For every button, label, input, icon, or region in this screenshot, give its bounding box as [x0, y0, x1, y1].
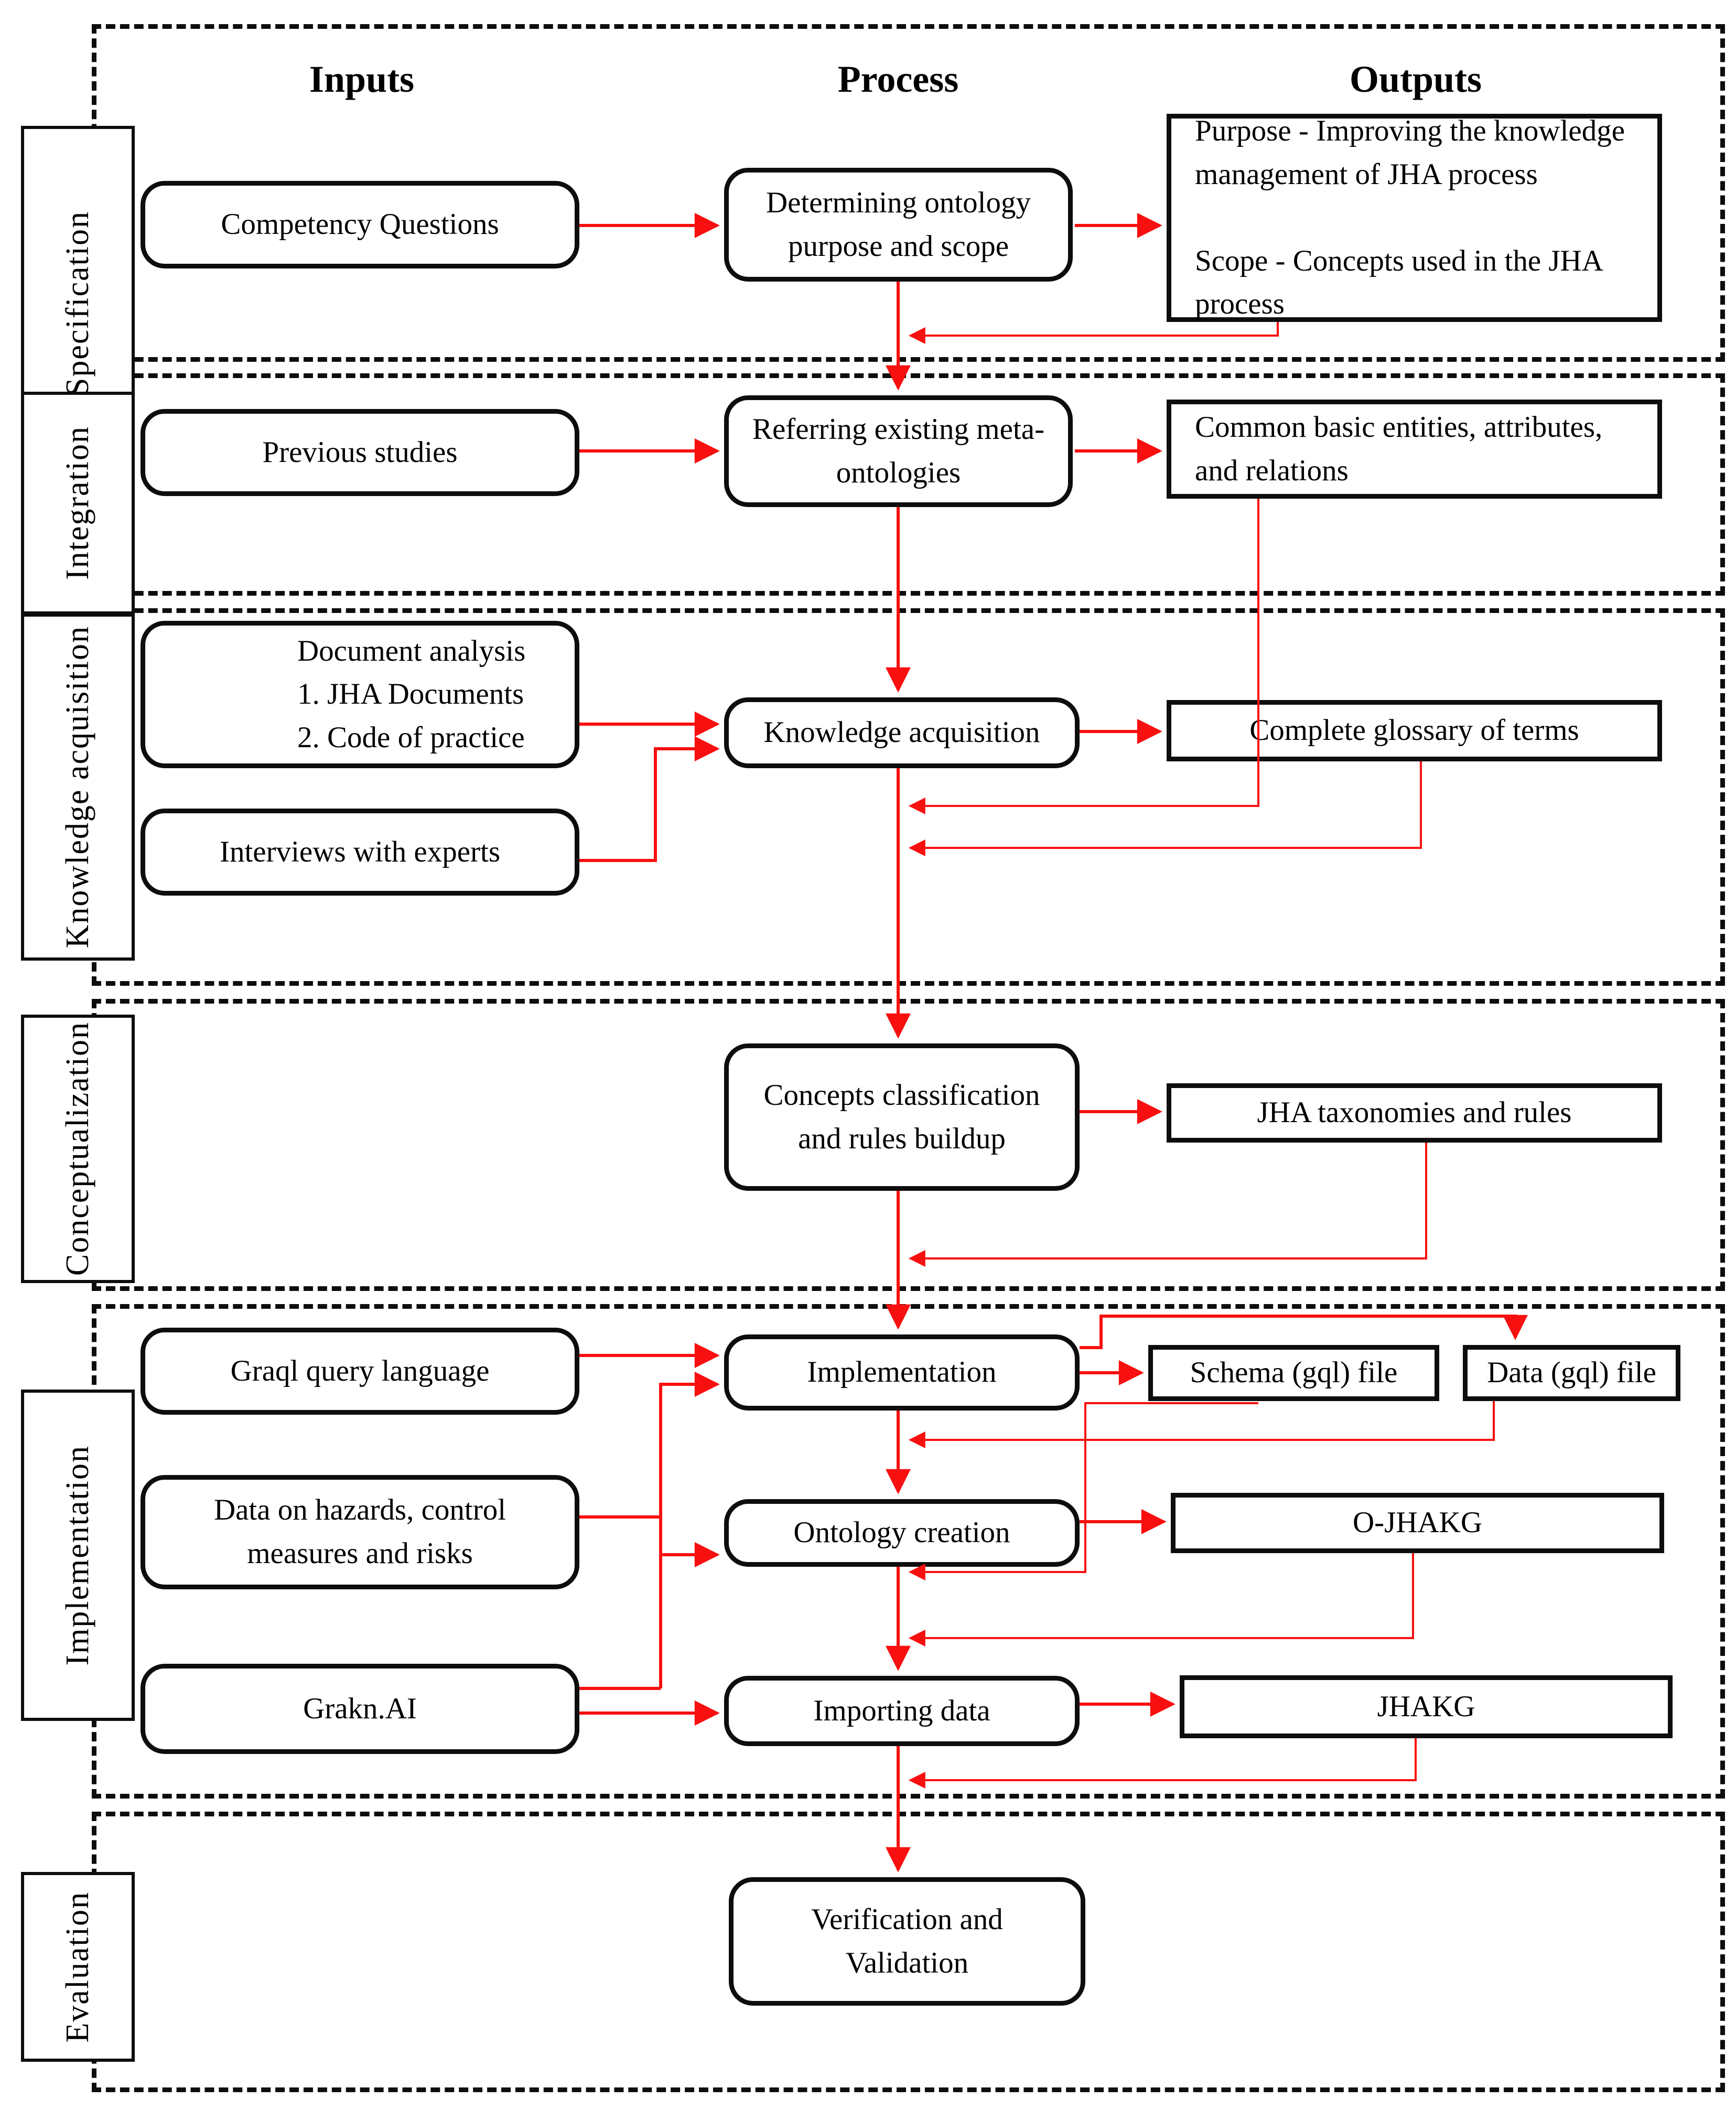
- process-box-concepts-classification: Concepts classification and rules buildu…: [724, 1043, 1080, 1191]
- phase-label-integration: Integration: [21, 392, 135, 615]
- process-box-determining-purpose: Determining ontology purpose and scope: [724, 168, 1073, 282]
- output-box-o-jhakg: O-JHAKG: [1171, 1493, 1664, 1553]
- phase-label-conceptualization: Conceptualization: [21, 1015, 135, 1283]
- process-box-importing-data: Importing data: [724, 1676, 1080, 1746]
- phase-label-text: Evaluation: [60, 1891, 95, 2043]
- column-header-inputs: Inputs: [309, 58, 415, 100]
- phase-label-evaluation: Evaluation: [21, 1872, 135, 2062]
- column-header-outputs: Outputs: [1349, 58, 1482, 100]
- output-box-complete-glossary: Complete glossary of terms: [1167, 700, 1662, 761]
- phase-label-implementation: Implementation: [21, 1390, 135, 1721]
- input-box-document-analysis: Document analysis 1. JHA Documents 2. Co…: [141, 621, 579, 768]
- input-box-previous-studies: Previous studies: [141, 409, 579, 496]
- input-box-grakn-ai: Grakn.AI: [141, 1664, 579, 1754]
- input-box-graql-query-language: Graql query language: [141, 1328, 579, 1415]
- output-box-schema-gql-file: Schema (gql) file: [1148, 1345, 1439, 1401]
- phase-label-text: Knowledge acquisition: [60, 626, 95, 949]
- column-header-process: Process: [837, 58, 959, 100]
- process-box-ontology-creation: Ontology creation: [724, 1499, 1080, 1567]
- process-box-knowledge-acquisition: Knowledge acquisition: [724, 697, 1080, 768]
- output-box-common-basic-entities: Common basic entities, attributes, and r…: [1167, 400, 1662, 499]
- input-box-data-on-hazards: Data on hazards, control measures and ri…: [141, 1475, 579, 1589]
- process-box-implementation: Implementation: [724, 1334, 1080, 1411]
- phase-label-text: Implementation: [60, 1445, 95, 1666]
- process-box-verification-validation: Verification and Validation: [729, 1877, 1085, 2006]
- output-box-jhakg: JHAKG: [1180, 1675, 1673, 1738]
- phase-label-text: Integration: [60, 426, 95, 580]
- output-box-data-gql-file: Data (gql) file: [1463, 1345, 1680, 1401]
- phase-label-knowledge-acquisition: Knowledge acquisition: [21, 613, 135, 961]
- process-box-referring-meta-ontologies: Referring existing meta- ontologies: [724, 395, 1073, 507]
- phase-label-text: Specification: [60, 210, 95, 396]
- output-box-purpose-scope: Purpose - Improving the knowledge manage…: [1167, 114, 1662, 322]
- phase-label-text: Conceptualization: [60, 1021, 95, 1276]
- output-box-jha-taxonomies: JHA taxonomies and rules: [1167, 1083, 1662, 1143]
- input-box-interviews-with-experts: Interviews with experts: [141, 809, 579, 896]
- input-box-competency-questions: Competency Questions: [141, 181, 579, 268]
